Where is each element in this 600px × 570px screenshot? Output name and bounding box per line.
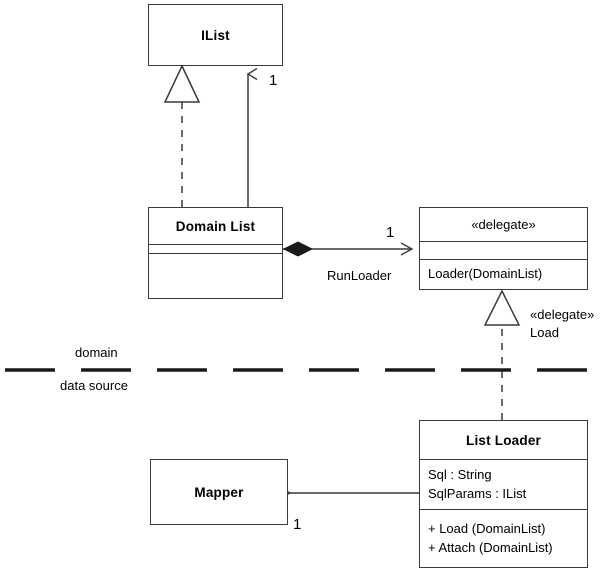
realization-name-label: Load <box>530 324 559 340</box>
realization-domainlist-to-ilist <box>163 64 201 207</box>
attribute-sqlparams: SqlParams : IList <box>428 485 527 501</box>
class-name-domain-list: Domain List <box>175 218 256 234</box>
compartment-attributes: Sql : String SqlParams : IList <box>420 459 587 509</box>
attribute-sql: Sql : String <box>428 466 492 482</box>
compartment-operations: + Load (DomainList) + Attach (DomainList… <box>420 509 587 567</box>
compartment-stereotype: «delegate» <box>420 208 587 241</box>
operation-load: + Load (DomainList) <box>428 520 546 536</box>
multiplicity-ilist-association: 1 <box>269 72 278 89</box>
layer-label-domain: domain <box>75 345 118 360</box>
class-box-delegate[interactable]: «delegate» Loader(DomainList) <box>419 207 588 290</box>
class-box-domain-list[interactable]: Domain List <box>148 207 283 299</box>
class-name-ilist: IList <box>201 27 230 43</box>
signature-delegate: Loader(DomainList) <box>428 266 543 282</box>
compartment-name: List Loader <box>420 421 587 459</box>
stereotype-delegate: «delegate» <box>471 217 536 232</box>
multiplicity-delegate-composition: 1 <box>386 224 395 241</box>
compartment-name: Mapper <box>151 460 287 524</box>
compartment-operations <box>149 253 282 298</box>
realization-stereotype-label: «delegate» <box>530 307 595 322</box>
realization-label-delegate-load: «delegate» Load <box>530 306 594 341</box>
class-box-ilist[interactable]: IList <box>148 4 283 66</box>
class-box-mapper[interactable]: Mapper <box>150 459 288 525</box>
compartment-name: Domain List <box>149 208 282 244</box>
realization-listloader-to-delegate <box>483 289 521 420</box>
class-name-mapper: Mapper <box>194 484 244 500</box>
compartment-operations: Loader(DomainList) <box>420 259 587 289</box>
compartment-attributes <box>149 244 282 253</box>
class-box-list-loader[interactable]: List Loader Sql : String SqlParams : ILi… <box>419 420 588 568</box>
multiplicity-mapper-association: 1 <box>293 516 302 533</box>
operation-attach: + Attach (DomainList) <box>428 539 553 555</box>
class-name-list-loader: List Loader <box>466 432 541 448</box>
compartment-attributes <box>420 241 587 259</box>
layer-label-data-source: data source <box>60 378 128 393</box>
role-label-runloader: RunLoader <box>327 268 392 283</box>
compartment-name: IList <box>149 5 282 65</box>
composition-domainlist-to-delegate <box>282 241 414 257</box>
